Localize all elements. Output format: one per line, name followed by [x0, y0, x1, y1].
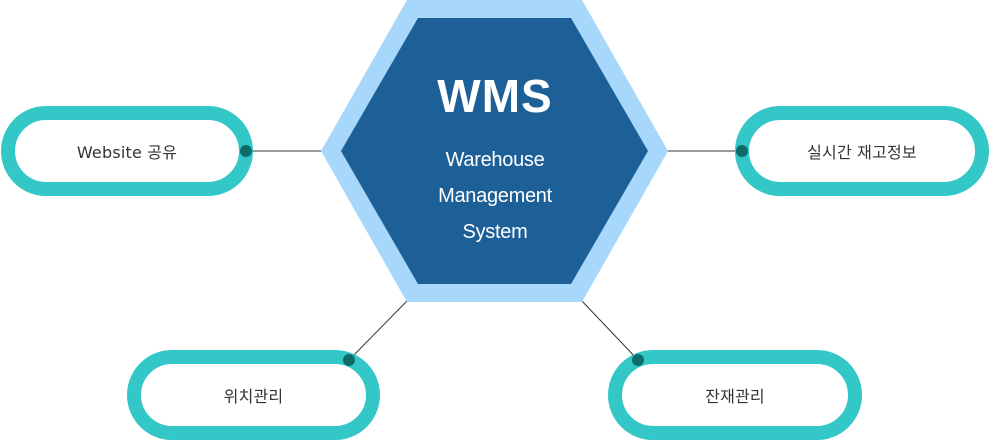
- hex-subtitle-line-3: System: [462, 221, 528, 243]
- node-realtime-stock: 실시간 재고정보: [735, 106, 989, 196]
- node-location-mgmt-label: 위치관리: [223, 387, 284, 406]
- node-website-share: Website 공유: [1, 106, 253, 196]
- node-stock-mgmt: 잔재관리: [608, 350, 862, 440]
- node-location-mgmt: 위치관리: [127, 350, 380, 440]
- connector-location: [348, 299, 409, 361]
- hex-title: WMS: [437, 70, 553, 122]
- hex-subtitle-line-1: Warehouse: [445, 149, 545, 171]
- node-stock-mgmt-label: 잔재관리: [705, 387, 765, 406]
- hex-inner: [341, 18, 648, 284]
- hex-subtitle-line-2: Management: [438, 185, 552, 207]
- node-website-share-label: Website 공유: [76, 143, 178, 162]
- connector-stock: [580, 299, 639, 361]
- node-realtime-stock-label: 실시간 재고정보: [807, 143, 917, 162]
